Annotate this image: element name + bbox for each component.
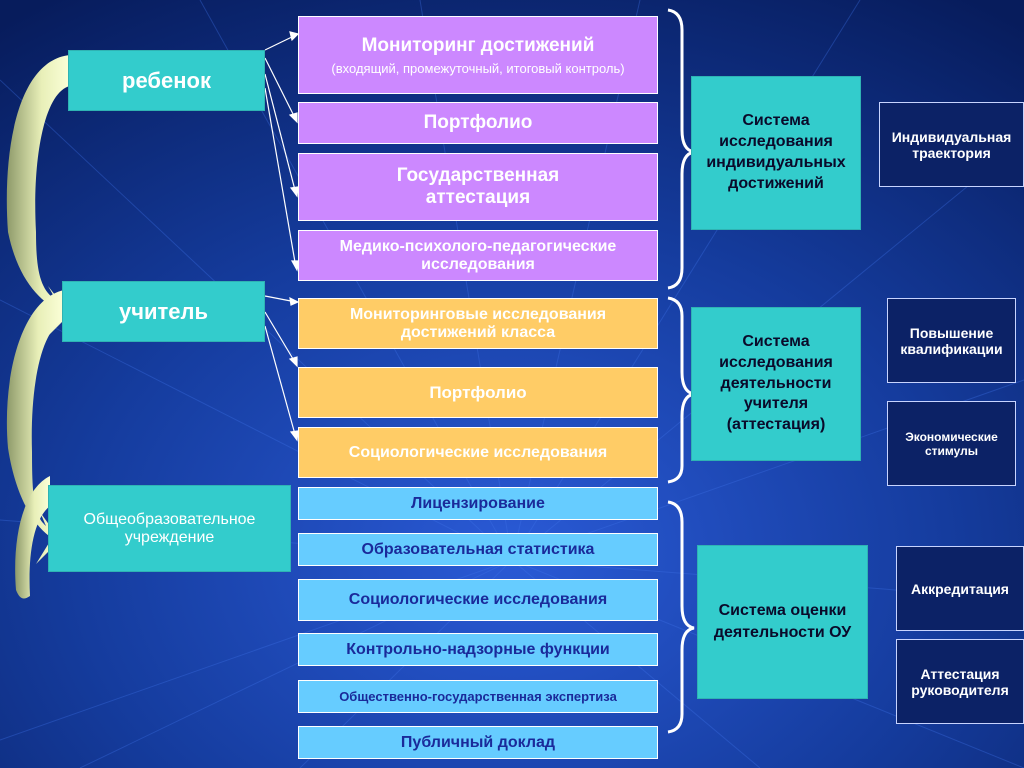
connector-child-attestation [264,73,297,195]
system-child: Система исследования индивидуальных дост… [691,76,861,230]
outcome-head-attestation: Аттестация руководителя [896,639,1024,724]
method-state-attestation-label: Государственная аттестация [396,165,560,208]
outcome-qualification: Повышение квалификации [887,298,1016,383]
entity-teacher-label: учитель [118,298,209,324]
outcome-economic: Экономические стимулы [887,401,1016,486]
method-control-label: Контрольно-надзорные функции [346,640,610,658]
outcome-accreditation: Аккредитация [896,546,1024,631]
system-teacher-label: Система исследования деятельности учител… [719,333,833,434]
method-expertise-label: Общественно-государственная экспертиза [339,689,617,704]
entity-teacher: учитель [62,281,265,342]
system-school: Система оценки деятельности ОУ [697,545,868,699]
method-medical-label: Медико-психолого-педагогические исследов… [339,237,617,273]
outcome-economic-label: Экономические стимулы [905,429,998,458]
method-monitoring: Мониторинг достижений (входящий, промежу… [298,16,658,94]
system-school-label: Система оценки деятельности ОУ [713,601,852,641]
method-licensing-label: Лицензирование [411,494,545,512]
curved-arrow-child-teacher [6,55,70,338]
entity-child: ребенок [68,50,265,111]
method-teacher-sociological-label: Социологические исследования [348,443,608,461]
method-medical: Медико-психолого-педагогические исследов… [298,230,658,281]
method-public-report-label: Публичный доклад [400,733,556,751]
method-child-portfolio-label: Портфолио [423,112,533,133]
curved-arrow-school [15,476,50,599]
method-licensing: Лицензирование [298,487,658,520]
method-monitoring-title: Мониторинг достижений [361,34,595,56]
system-child-label: Система исследования индивидуальных дост… [706,112,846,192]
connector-teacher-portfolio [264,311,297,365]
method-state-attestation: Государственная аттестация [298,153,658,221]
method-teacher-sociological: Социологические исследования [298,427,658,478]
system-teacher: Система исследования деятельности учител… [691,307,861,461]
entity-school-label: Общеобразовательное учреждение [83,510,256,546]
outcome-qualification-label: Повышение квалификации [900,324,1003,357]
outcome-trajectory: Индивидуальная траектория [879,102,1024,187]
method-public-report: Публичный доклад [298,726,658,759]
connector-child-portfolio [264,57,297,121]
method-class-monitoring: Мониторинговые исследования достижений к… [298,298,658,349]
method-child-portfolio: Портфолио [298,102,658,144]
method-control: Контрольно-надзорные функции [298,633,658,666]
method-expertise: Общественно-государственная экспертиза [298,680,658,713]
connector-teacher-sociological [264,325,297,439]
outcome-accreditation-label: Аккредитация [911,580,1009,597]
brace-school [667,500,695,734]
method-school-sociological: Социологические исследования [298,579,658,621]
outcome-trajectory-label: Индивидуальная траектория [891,128,1012,161]
entity-school: Общеобразовательное учреждение [48,485,291,572]
entity-child-label: ребенок [122,67,211,93]
outcome-head-attestation-label: Аттестация руководителя [911,665,1009,698]
method-school-sociological-label: Социологические исследования [348,591,608,608]
connector-child-medical [264,87,297,269]
curved-arrow-teacher-school [6,290,64,564]
method-statistics-label: Образовательная статистика [361,540,595,558]
method-statistics: Образовательная статистика [298,533,658,566]
method-class-monitoring-label: Мониторинговые исследования достижений к… [349,305,607,341]
method-teacher-portfolio-label: Портфолио [429,382,527,402]
method-teacher-portfolio: Портфолио [298,367,658,418]
method-monitoring-subtitle: (входящий, промежуточный, итоговый контр… [331,60,625,76]
